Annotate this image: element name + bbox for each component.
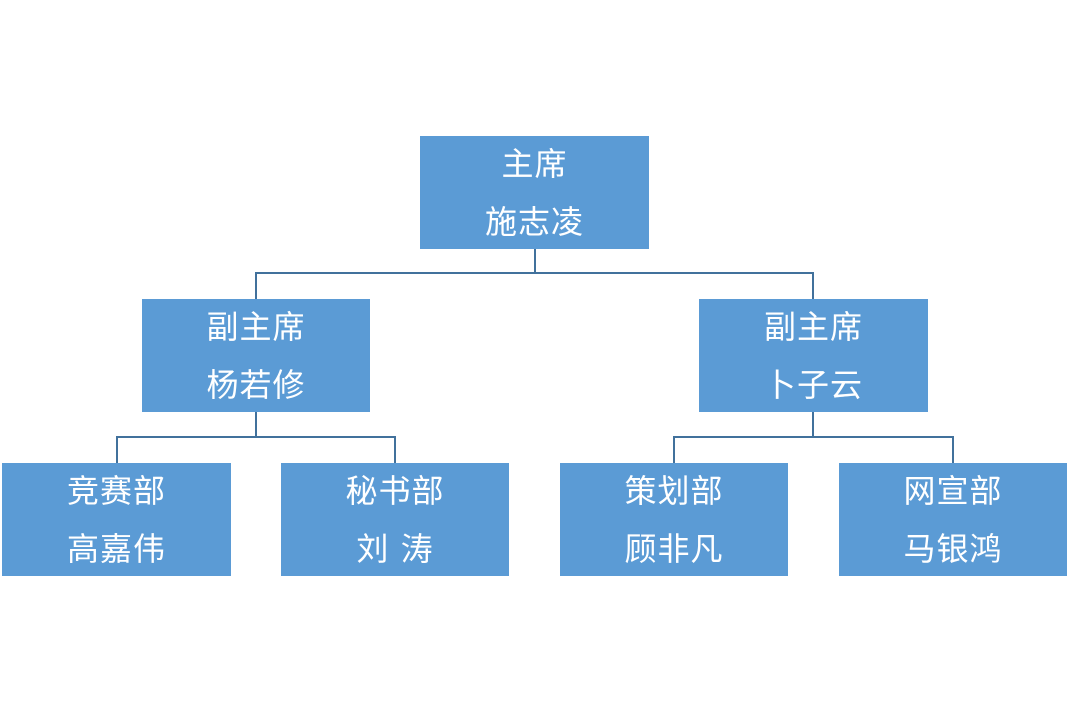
department-title: 竞赛部: [66, 471, 166, 510]
department-title: 网宣部: [903, 471, 1003, 510]
department-title: 秘书部: [345, 471, 445, 510]
department-head-name: 高嘉伟: [66, 529, 166, 568]
connector-left-dept-bus: [116, 436, 396, 463]
vice-chair-name: 卜子云: [763, 365, 863, 404]
department-title: 策划部: [624, 471, 724, 510]
vice-chair-node: 副主席 杨若修: [142, 299, 370, 412]
connector-vice-bus: [255, 272, 814, 299]
chair-node: 主席 施志凌: [420, 136, 649, 249]
vice-chair-name: 杨若修: [206, 365, 306, 404]
department-node: 网宣部 马银鸿: [839, 463, 1067, 576]
department-node: 秘书部 刘 涛: [281, 463, 509, 576]
connector-right-dept-bus: [673, 436, 954, 463]
chair-title: 主席: [501, 144, 568, 183]
department-head-name: 顾非凡: [624, 529, 724, 568]
department-node: 策划部 顾非凡: [560, 463, 788, 576]
department-node: 竞赛部 高嘉伟: [2, 463, 231, 576]
chair-name: 施志凌: [484, 202, 584, 241]
vice-chair-title: 副主席: [206, 307, 306, 346]
vice-chair-node: 副主席 卜子云: [699, 299, 928, 412]
department-head-name: 刘 涛: [356, 529, 434, 568]
department-head-name: 马银鸿: [903, 529, 1003, 568]
vice-chair-title: 副主席: [763, 307, 863, 346]
